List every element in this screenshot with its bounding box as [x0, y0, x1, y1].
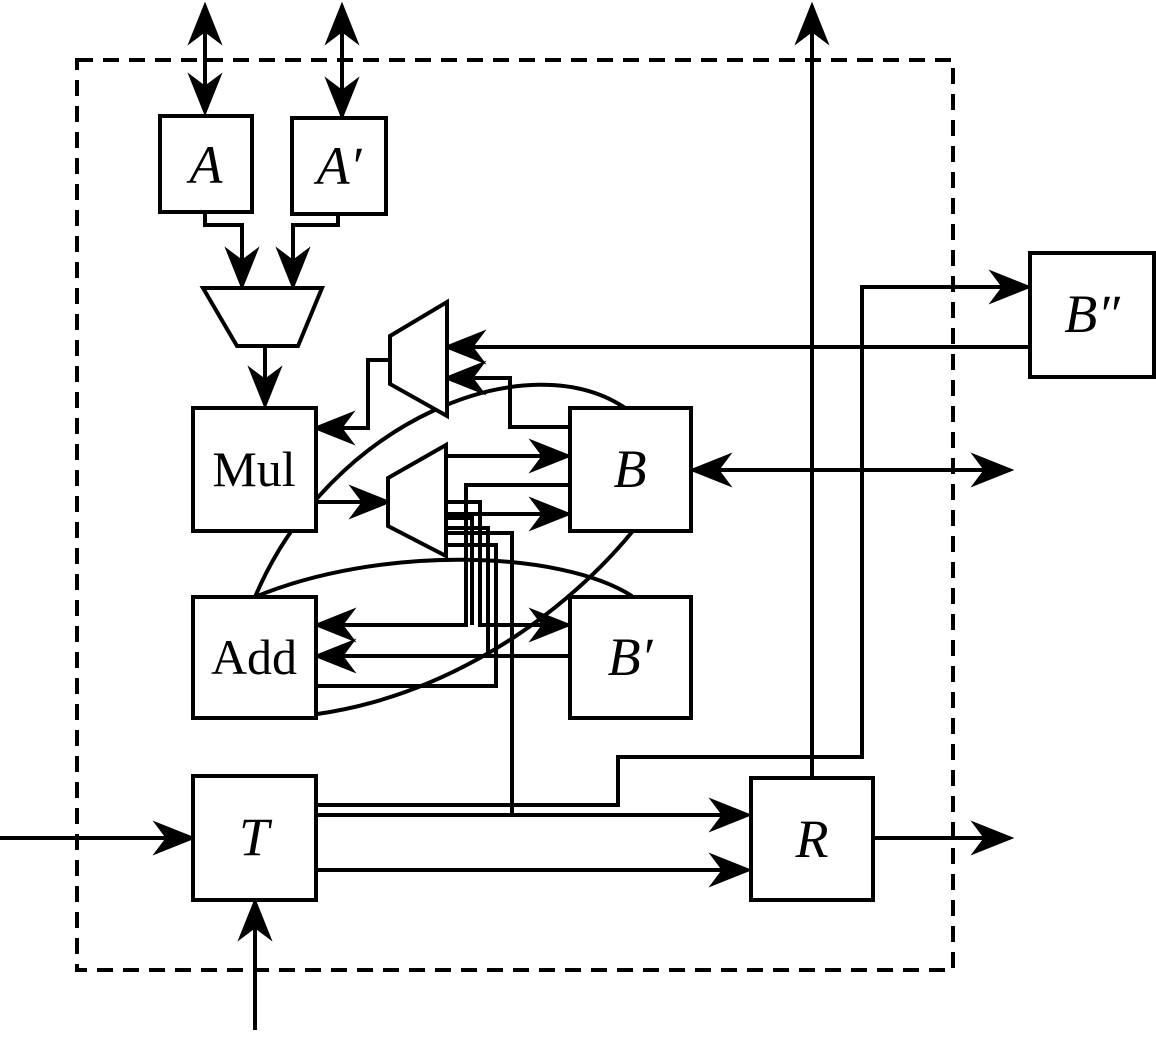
block-b-label: B	[614, 439, 647, 499]
block-a: A	[158, 114, 254, 214]
block-add-label: Add	[211, 629, 297, 685]
block-r-label: R	[795, 809, 829, 869]
mux-top-to-mul-wire	[311, 358, 390, 446]
chip-boundary	[75, 58, 955, 972]
block-a-prime-label: A′	[314, 136, 363, 196]
mux-middle	[386, 441, 448, 560]
block-b-prime: B′	[568, 595, 693, 720]
b-to-mux-top-wire	[442, 360, 570, 429]
b-to-add-curve	[254, 530, 634, 721]
bundle-to-b-prime-wire	[448, 500, 573, 643]
bundle-vertical-1	[448, 516, 474, 625]
a-prime-to-mux-wire	[275, 214, 340, 291]
bundle-vertical-2	[448, 526, 490, 656]
block-b-prime-label: B′	[608, 627, 654, 687]
block-b-double-prime-label: B″	[1064, 284, 1120, 344]
block-a-label: A	[187, 135, 224, 195]
mux-top	[388, 298, 449, 420]
block-t: T	[191, 774, 318, 902]
add-to-b-prime-curve	[254, 557, 634, 599]
input-mux	[199, 286, 325, 348]
t-to-b-double-prime-wire	[316, 269, 1033, 807]
b-to-add-wire	[312, 483, 568, 643]
block-mul-label: Mul	[212, 441, 295, 497]
block-r: R	[749, 776, 875, 902]
block-t-label: T	[239, 807, 273, 867]
block-b-double-prime: B″	[1028, 251, 1156, 379]
block-add: Add	[191, 595, 318, 720]
block-b: B	[568, 406, 693, 533]
a-to-mux-wire	[203, 212, 260, 291]
block-mul: Mul	[191, 406, 318, 533]
block-a-prime: A′	[290, 116, 388, 216]
